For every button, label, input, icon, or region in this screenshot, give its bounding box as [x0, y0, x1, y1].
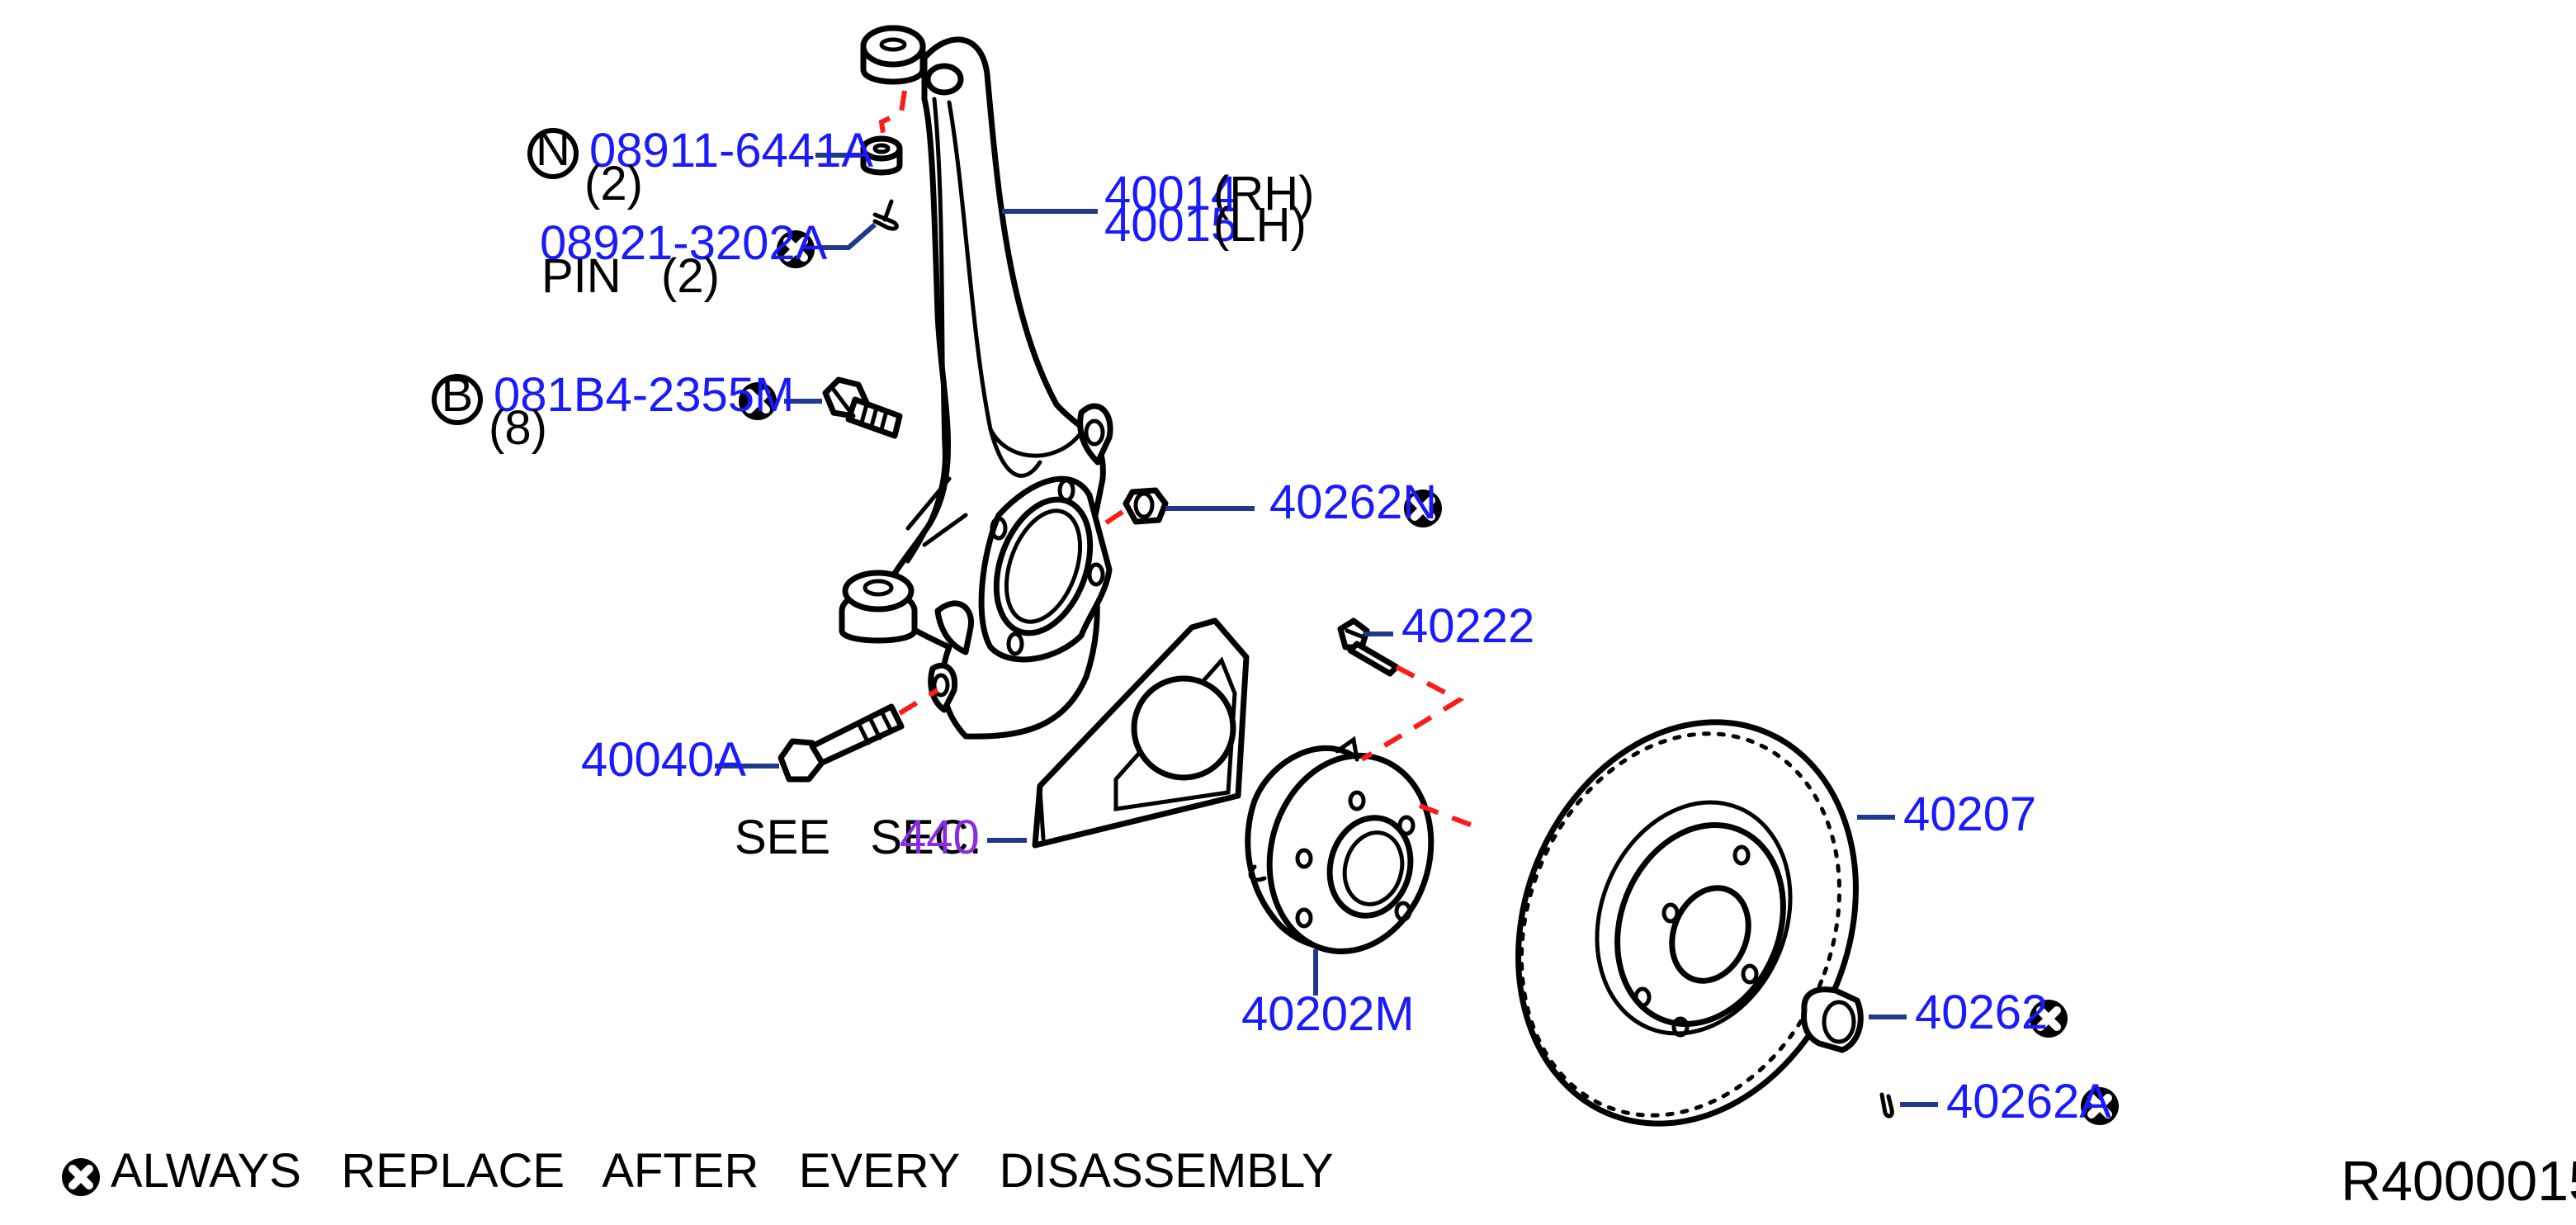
nut-40262n[interactable] — [1123, 487, 1169, 525]
legend-replace-icon — [62, 1158, 100, 1196]
replace-icon — [2081, 1087, 2119, 1125]
label-40222[interactable]: 40222 — [1401, 599, 1534, 653]
side-lh: (LH) — [1213, 198, 1307, 252]
side-rh: (RH) — [1213, 167, 1314, 220]
alignment-lines — [878, 90, 1474, 828]
b-symbol: B — [432, 368, 483, 425]
label-081b4-2355m[interactable]: 081B4-2355M — [494, 368, 794, 422]
hub-assembly[interactable] — [1245, 735, 1453, 970]
nut-08911-6441a[interactable] — [860, 135, 903, 176]
pin-08921-3202a[interactable] — [872, 199, 899, 231]
reference-code: R4000015 — [2341, 1150, 2576, 1213]
labels: 08911-6441A (2) 08921-3202A PIN (2) 081B… — [111, 124, 2576, 1213]
label-40262n[interactable]: 40262N — [1269, 475, 1437, 529]
label-40040a[interactable]: 40040A — [581, 733, 746, 787]
steering-knuckle[interactable] — [839, 25, 1113, 740]
label-40202m[interactable]: 40202M — [1241, 987, 1415, 1041]
label-40014[interactable]: 40014 — [1104, 167, 1237, 220]
section-440-link[interactable]: 440 — [900, 811, 980, 864]
label-08921-3202a[interactable]: 08921-3202A — [540, 216, 828, 270]
label-40262[interactable]: 40262 — [1915, 986, 2048, 1039]
label-40015[interactable]: 40015 — [1104, 198, 1237, 252]
qty-081b4: (8) — [489, 401, 547, 455]
legend-text: ALWAYS REPLACE AFTER EVERY DISASSEMBLY — [111, 1144, 1334, 1198]
replace-icon — [1404, 490, 1442, 527]
label-40207[interactable]: 40207 — [1903, 788, 2036, 841]
see-sec-text: SEE SEC. — [735, 811, 982, 864]
replace-icon — [777, 230, 815, 268]
hub-nut-40262[interactable] — [1801, 986, 1864, 1053]
label-08911-6441a[interactable]: 08911-6441A — [589, 124, 873, 177]
label-40262a[interactable]: 40262A — [1946, 1075, 2111, 1128]
bolt-081b4-2355m[interactable] — [822, 376, 903, 439]
bolt-40222[interactable] — [1337, 617, 1400, 677]
bolt-40040a[interactable] — [778, 703, 905, 783]
qty-08911: (2) — [584, 157, 643, 210]
svg-text:B: B — [442, 368, 474, 422]
backing-plate[interactable] — [1032, 617, 1250, 849]
cotter-40262a[interactable] — [1879, 1092, 1894, 1119]
n-symbol: N — [527, 122, 579, 179]
desc-08921: PIN (2) — [541, 249, 720, 303]
leader-lines — [715, 153, 1938, 1107]
svg-text:N: N — [536, 122, 570, 176]
replace-icon — [739, 382, 777, 420]
disc-rotor[interactable] — [1460, 671, 1915, 1175]
replace-icon — [2030, 1000, 2068, 1038]
